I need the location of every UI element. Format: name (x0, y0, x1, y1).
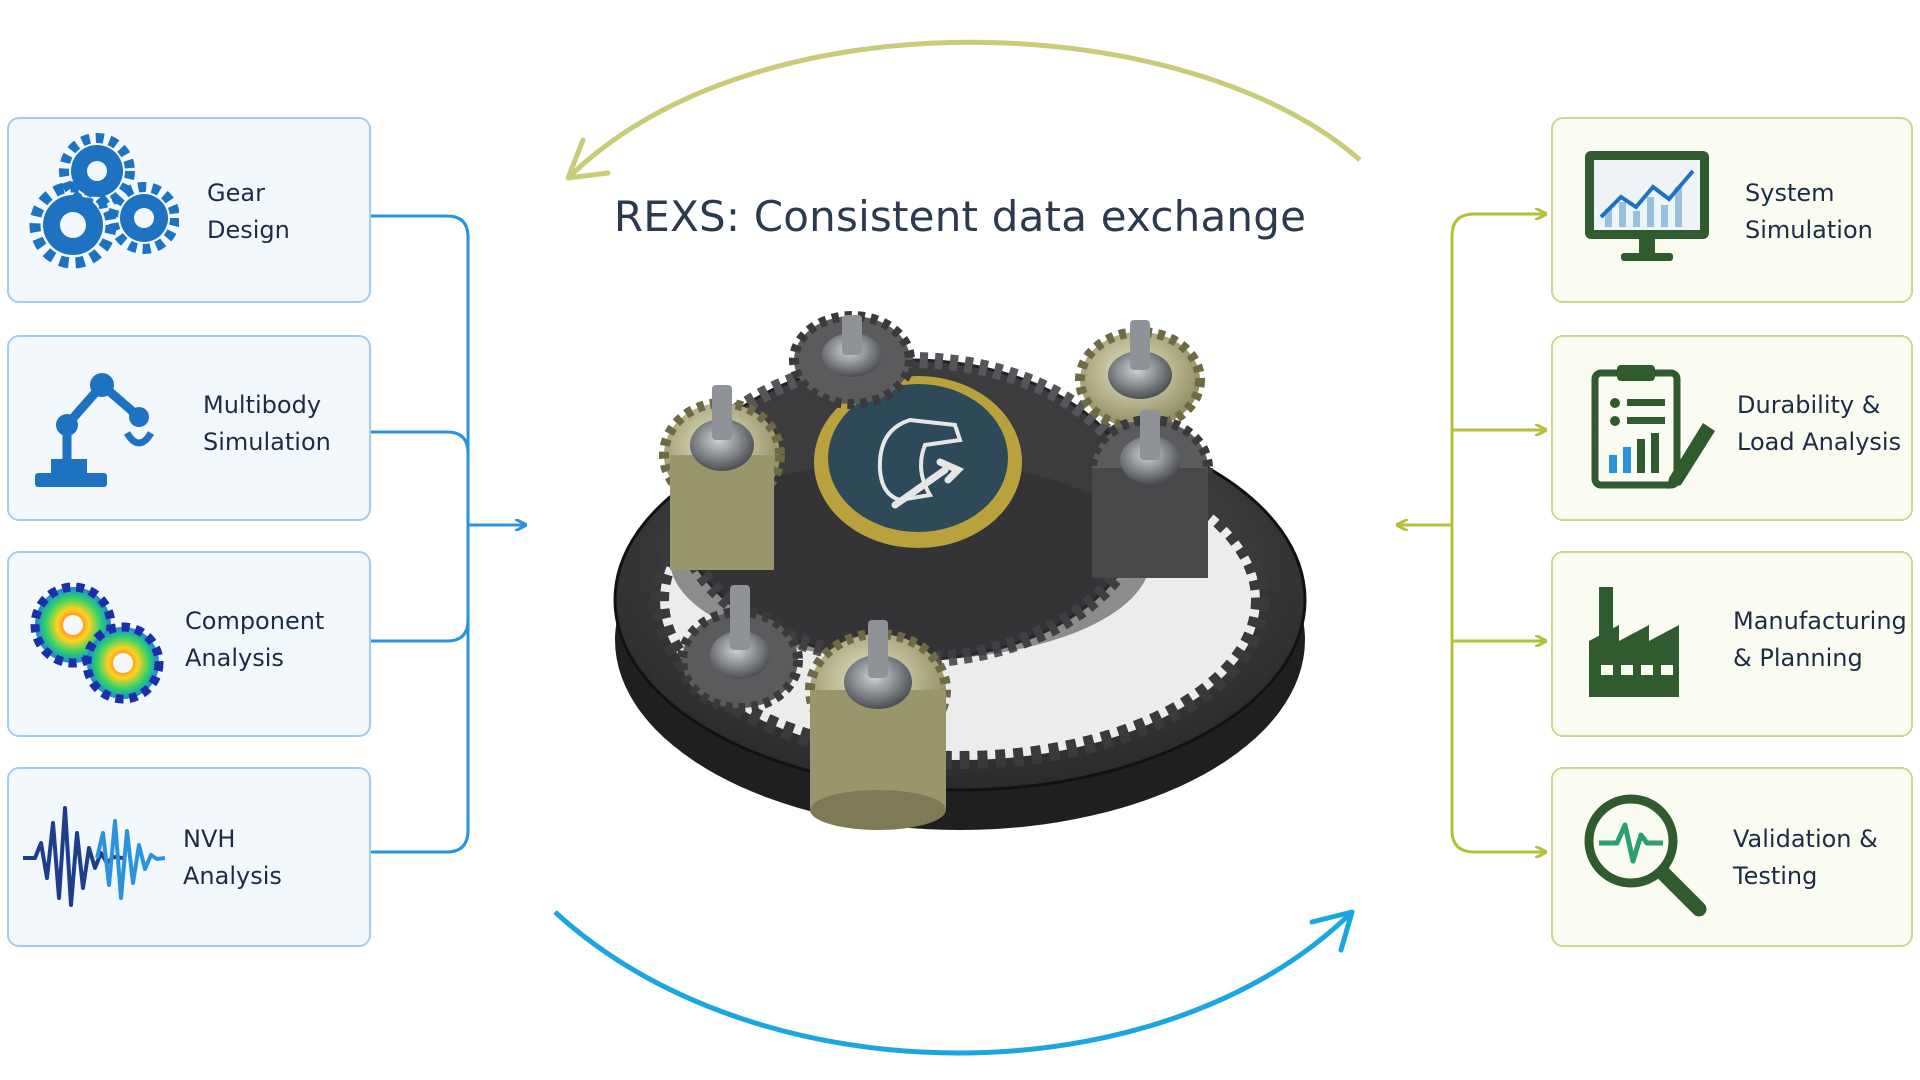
left-connectors (371, 214, 525, 854)
card-validation-testing: Validation & Testing (1551, 767, 1913, 947)
top-cycle-arrow (566, 39, 1362, 180)
card-manufacturing-planning: Manufacturing & Planning (1551, 551, 1913, 737)
card-system-simulation: System Simulation (1551, 117, 1913, 303)
card-gear-design: Gear Design (7, 117, 371, 303)
fea-gears-icon (30, 582, 164, 704)
monitor-chart-icon (1585, 151, 1709, 261)
bottom-cycle-arrowhead (1309, 909, 1355, 953)
card-multibody-simulation: Multibody Simulation (7, 335, 371, 521)
card-nvh-analysis: NVH Analysis (7, 767, 371, 947)
bottom-cycle-arrow (553, 910, 1354, 1056)
factory-icon (1589, 587, 1679, 697)
card-label-multibody-simulation: Multibody Simulation (203, 391, 331, 456)
magnifier-pulse-icon (1584, 794, 1707, 917)
card-component-analysis: Component Analysis (7, 551, 371, 737)
card-label-gear-design: Gear Design (207, 179, 290, 244)
card-label-system-simulation: System Simulation (1745, 179, 1873, 244)
clipboard-chart-icon (1591, 365, 1715, 489)
waveform-icon (23, 806, 166, 907)
card-label-manufacturing-planning: Manufacturing & Planning (1733, 607, 1907, 672)
card-label-validation-testing: Validation & Testing (1733, 825, 1878, 890)
card-label-nvh-analysis: NVH Analysis (183, 825, 282, 890)
card-label-component-analysis: Component Analysis (185, 607, 325, 672)
top-cycle-arrowhead (565, 137, 611, 181)
right-connectors (1398, 214, 1545, 852)
gears-icon (29, 133, 179, 269)
card-durability-load-analysis: Durability & Load Analysis (1551, 335, 1913, 521)
diagram-title: REXS: Consistent data exchange (613, 192, 1307, 241)
robot-arm-icon (35, 373, 155, 487)
card-label-durability-load-analysis: Durability & Load Analysis (1737, 391, 1902, 456)
